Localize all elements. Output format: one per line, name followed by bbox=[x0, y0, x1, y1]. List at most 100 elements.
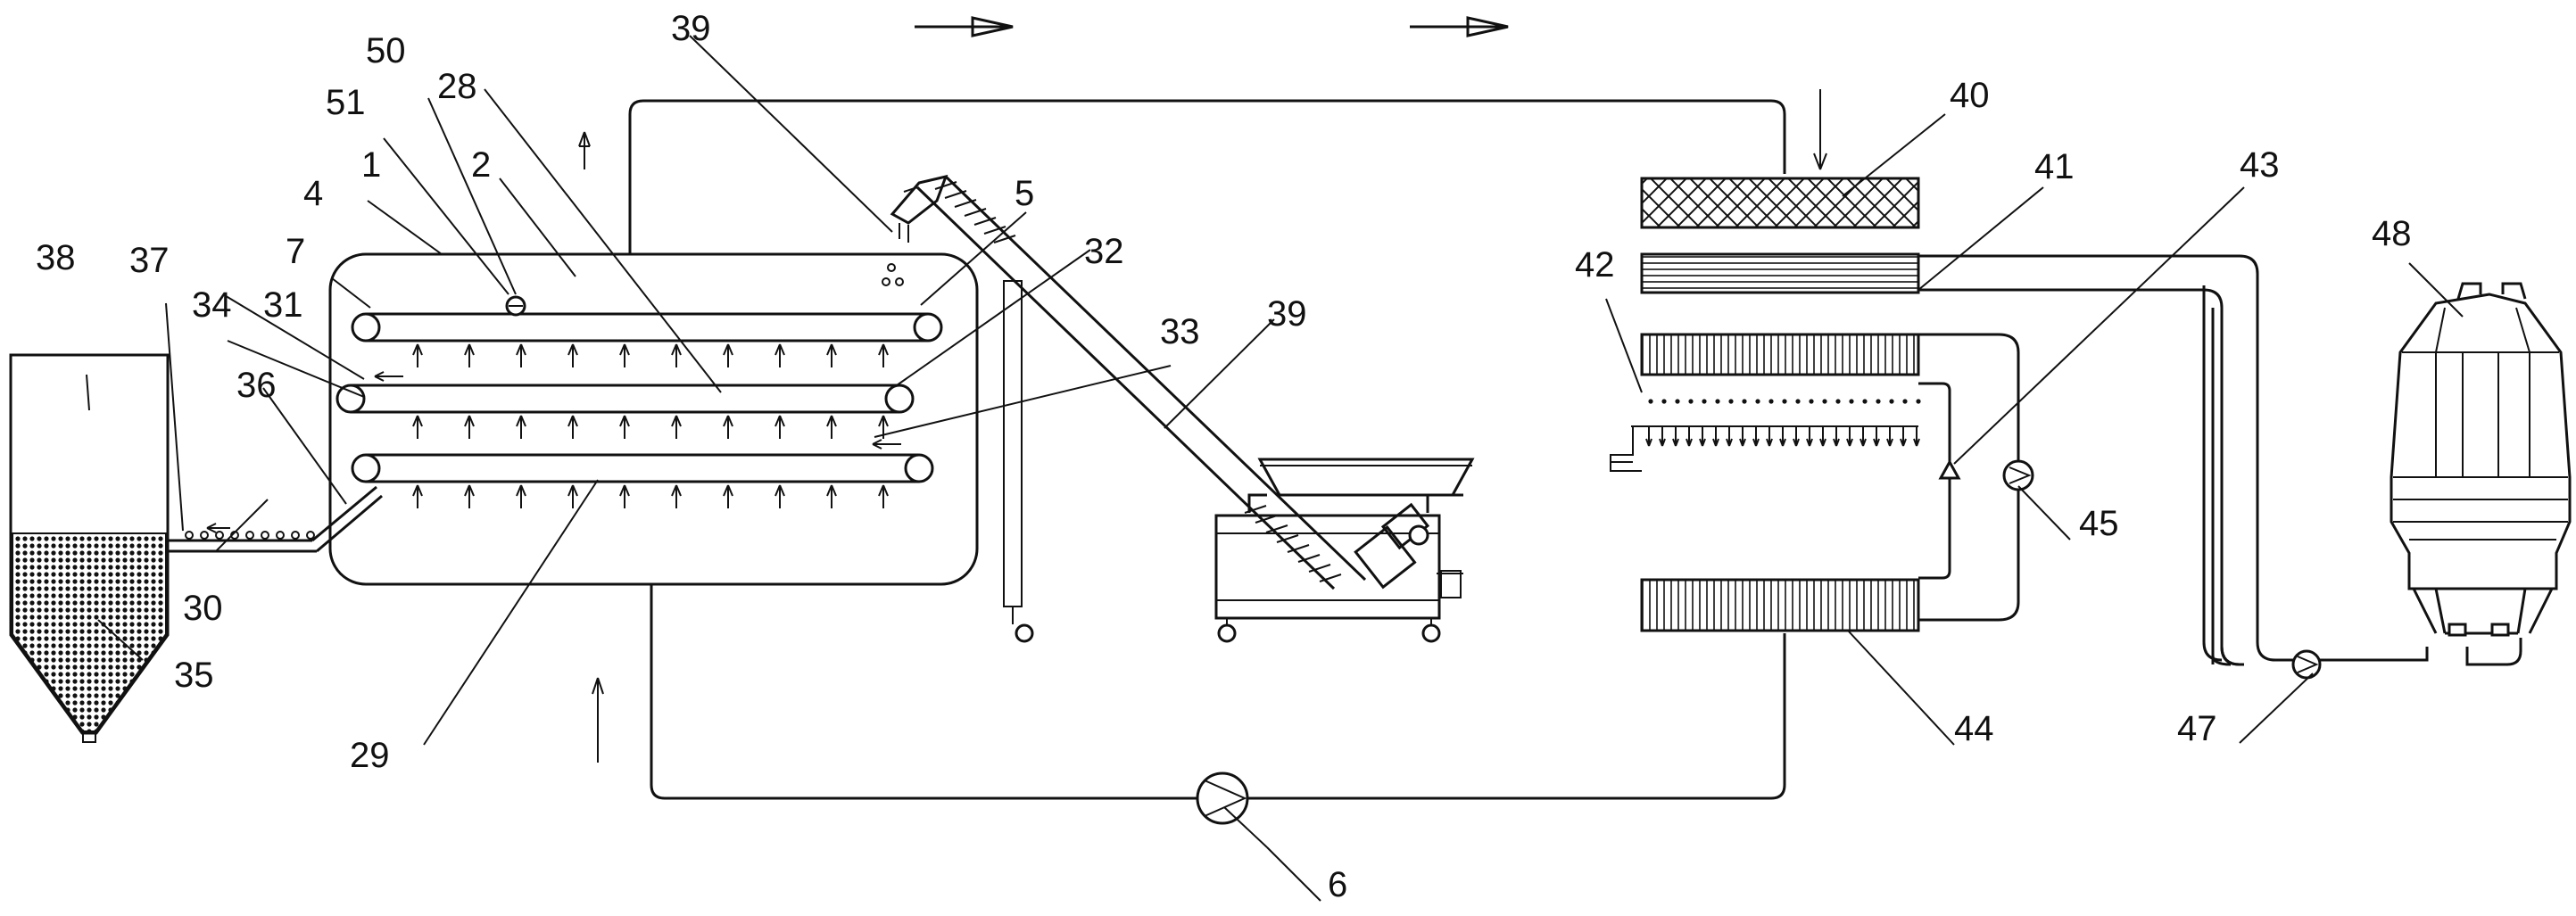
air-arrow bbox=[826, 484, 837, 508]
label-42: 41 bbox=[2034, 147, 2075, 186]
support-column bbox=[1003, 280, 1034, 643]
label-31: 31 bbox=[263, 285, 303, 325]
label-1: 1 bbox=[361, 145, 381, 185]
label-32: 32 bbox=[1084, 232, 1124, 271]
air-arrow bbox=[826, 343, 837, 367]
label-4: 4 bbox=[303, 174, 323, 213]
label-40: 39 bbox=[671, 9, 711, 48]
spray-nozzle bbox=[1833, 426, 1840, 447]
screw-flight bbox=[1319, 574, 1342, 582]
label-34: 34 bbox=[192, 285, 232, 325]
spray-nozzle bbox=[1739, 426, 1746, 447]
spray-dot bbox=[1916, 399, 1921, 404]
air-arrow bbox=[567, 484, 578, 508]
spray-dot bbox=[1782, 399, 1787, 404]
material-dot bbox=[276, 531, 285, 540]
spray-nozzle bbox=[1873, 426, 1880, 447]
spray-nozzle bbox=[1766, 426, 1773, 447]
label-38: 38 bbox=[36, 238, 76, 277]
label-29: 29 bbox=[350, 736, 390, 775]
spray-nozzle bbox=[1686, 426, 1693, 447]
label-39b: 39 bbox=[1267, 294, 1307, 334]
spray-dot bbox=[1809, 399, 1814, 404]
air-arrow bbox=[723, 484, 733, 508]
label-35: 35 bbox=[174, 656, 214, 695]
label-2: 2 bbox=[471, 145, 491, 185]
air-arrow bbox=[567, 415, 578, 439]
spray-nozzle bbox=[1779, 426, 1786, 447]
spray-dot bbox=[1648, 399, 1653, 404]
air-arrow bbox=[878, 343, 889, 367]
air-arrow bbox=[671, 484, 682, 508]
material-dot bbox=[306, 531, 315, 540]
spray-nozzle bbox=[1672, 426, 1679, 447]
screw-flight bbox=[1276, 534, 1299, 543]
spray-nozzle bbox=[1900, 426, 1907, 447]
label-33: 33 bbox=[1160, 312, 1200, 351]
material-dot bbox=[215, 531, 224, 540]
spray-nozzle bbox=[1712, 426, 1719, 447]
air-arrow bbox=[723, 415, 733, 439]
spray-dot bbox=[1849, 399, 1854, 404]
label-36: 36 bbox=[236, 366, 277, 405]
air-arrow bbox=[619, 484, 630, 508]
label-44: 43 bbox=[2240, 145, 2280, 185]
air-arrow bbox=[567, 343, 578, 367]
spray-nozzle bbox=[1645, 426, 1652, 447]
air-arrow bbox=[412, 415, 423, 439]
air-arrow bbox=[774, 484, 785, 508]
heat-exchanger bbox=[1610, 177, 2034, 632]
material-dot bbox=[261, 531, 269, 540]
material-dot bbox=[245, 531, 254, 540]
fan-7 bbox=[1196, 772, 1249, 825]
label-46: 45 bbox=[2079, 504, 2119, 543]
spray-dot bbox=[1822, 399, 1827, 404]
label-37: 37 bbox=[129, 241, 170, 280]
label-5: 5 bbox=[1015, 174, 1034, 213]
screw-flight bbox=[944, 190, 967, 199]
air-arrow bbox=[464, 415, 475, 439]
screw-conveyor bbox=[890, 174, 1367, 590]
spray-dot bbox=[1902, 399, 1908, 404]
spray-dot bbox=[1661, 399, 1667, 404]
label-47: 47 bbox=[2177, 709, 2217, 748]
air-arrow bbox=[774, 415, 785, 439]
feed-cart bbox=[1214, 458, 1475, 643]
screw-flight bbox=[993, 235, 1016, 243]
screw-flight bbox=[973, 217, 997, 226]
spray-dot bbox=[1715, 399, 1720, 404]
spray-nozzle bbox=[1846, 426, 1853, 447]
screw-flight bbox=[934, 181, 957, 190]
air-arrow bbox=[516, 343, 526, 367]
material-dot bbox=[200, 531, 209, 540]
air-arrow bbox=[774, 343, 785, 367]
air-arrow bbox=[826, 415, 837, 439]
label-30: 30 bbox=[183, 589, 223, 628]
label-45: 44 bbox=[1954, 709, 1994, 748]
spray-nozzle bbox=[1886, 426, 1893, 447]
label-51: 51 bbox=[326, 83, 366, 122]
dryer-box bbox=[328, 252, 979, 586]
spray-dot bbox=[1688, 399, 1694, 404]
spray-nozzle bbox=[1860, 426, 1867, 447]
screw-flight bbox=[1308, 564, 1331, 573]
spray-nozzle bbox=[1699, 426, 1706, 447]
leader-lines bbox=[86, 35, 2464, 902]
screw-flight bbox=[1287, 544, 1310, 553]
spray-nozzle bbox=[1659, 426, 1666, 447]
spray-dot bbox=[1876, 399, 1881, 404]
spray-dot bbox=[1768, 399, 1774, 404]
spray-nozzle bbox=[1806, 426, 1813, 447]
cooling-piping bbox=[1918, 254, 2522, 666]
air-arrow bbox=[412, 484, 423, 508]
air-arrow bbox=[671, 415, 682, 439]
air-arrow bbox=[516, 484, 526, 508]
air-duct bbox=[578, 16, 1827, 800]
screw-flight bbox=[983, 226, 1006, 235]
spray-dot bbox=[1889, 399, 1894, 404]
screw-flight bbox=[1265, 524, 1288, 533]
feed-chute bbox=[168, 485, 383, 553]
storage-hopper bbox=[9, 353, 170, 743]
spray-dot bbox=[1755, 399, 1760, 404]
